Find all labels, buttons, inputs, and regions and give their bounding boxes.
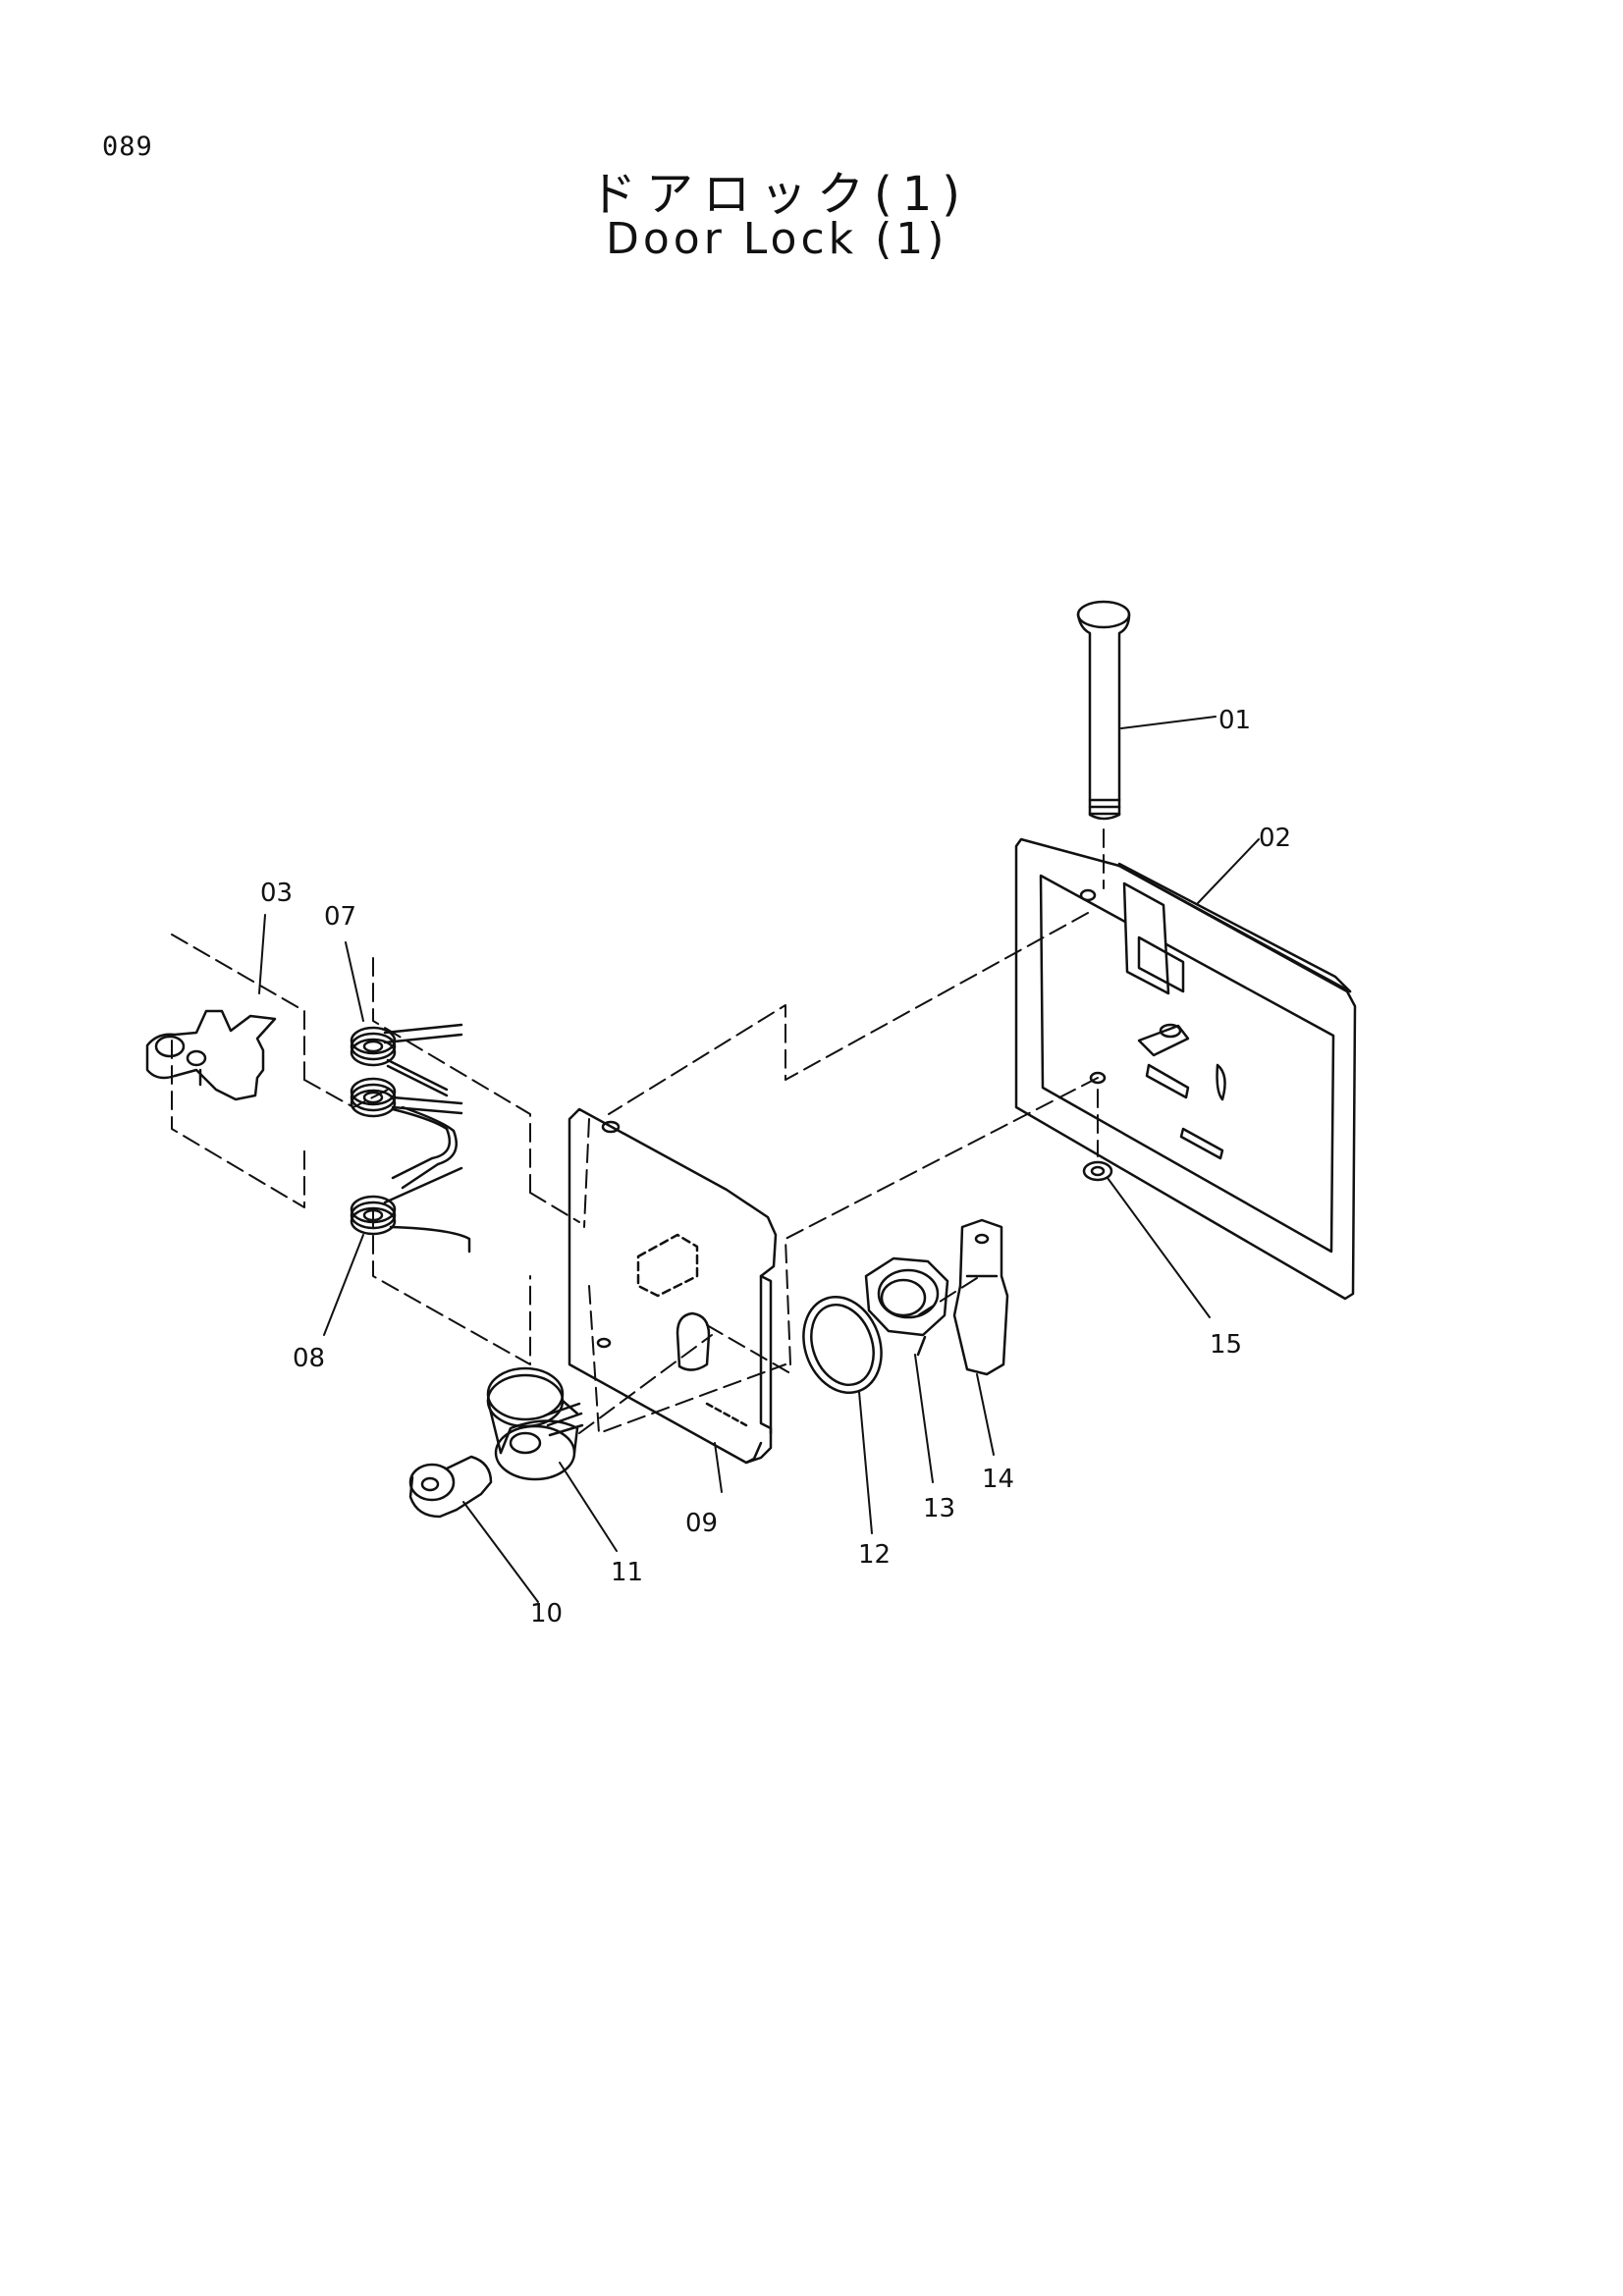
part-12-ring <box>802 1296 883 1394</box>
leader-13 <box>914 1354 934 1483</box>
leader-03 <box>258 914 266 994</box>
leader-15 <box>1107 1177 1211 1318</box>
label-01: 02 <box>1259 824 1291 853</box>
leader-09 <box>345 941 364 1022</box>
label-02: 09 <box>685 1509 718 1538</box>
leader-07 <box>1120 716 1217 729</box>
leader-08 <box>323 1234 364 1336</box>
part-09-spring <box>350 1023 463 1118</box>
label-03: 03 <box>260 879 293 908</box>
part-02-lock-case <box>568 1107 778 1465</box>
part-14-cam-plate <box>952 1218 1009 1376</box>
assembly-lines <box>171 828 1105 1434</box>
label-09: 07 <box>324 902 356 932</box>
label-08: 08 <box>293 1344 325 1373</box>
part-08-spring <box>350 1105 471 1254</box>
title-english: Door Lock (1) <box>606 214 948 264</box>
label-11: 11 <box>611 1558 643 1587</box>
label-12: 12 <box>858 1540 891 1570</box>
label-13: 13 <box>923 1494 955 1523</box>
leader-10 <box>462 1501 539 1603</box>
part-11-cylinder-housing <box>486 1366 584 1481</box>
part-15-e-ring <box>1082 1160 1113 1182</box>
label-14: 14 <box>982 1465 1014 1494</box>
leader-14 <box>976 1373 995 1456</box>
part-10-key-cylinder <box>408 1455 493 1519</box>
page-number: 089 <box>102 132 153 162</box>
leader-12 <box>858 1391 873 1534</box>
leader-11 <box>559 1462 618 1552</box>
leader-02 <box>714 1442 723 1493</box>
title-japanese: ドアロック(1) <box>589 167 970 222</box>
leader-01 <box>1197 838 1260 904</box>
label-10: 10 <box>530 1599 563 1629</box>
label-07: 01 <box>1218 706 1251 735</box>
part-01-housing <box>1014 837 1357 1301</box>
part-07-pin <box>1076 600 1131 821</box>
label-15: 15 <box>1210 1330 1242 1360</box>
part-03-latch <box>145 1009 277 1101</box>
part-13-nut <box>864 1256 949 1357</box>
